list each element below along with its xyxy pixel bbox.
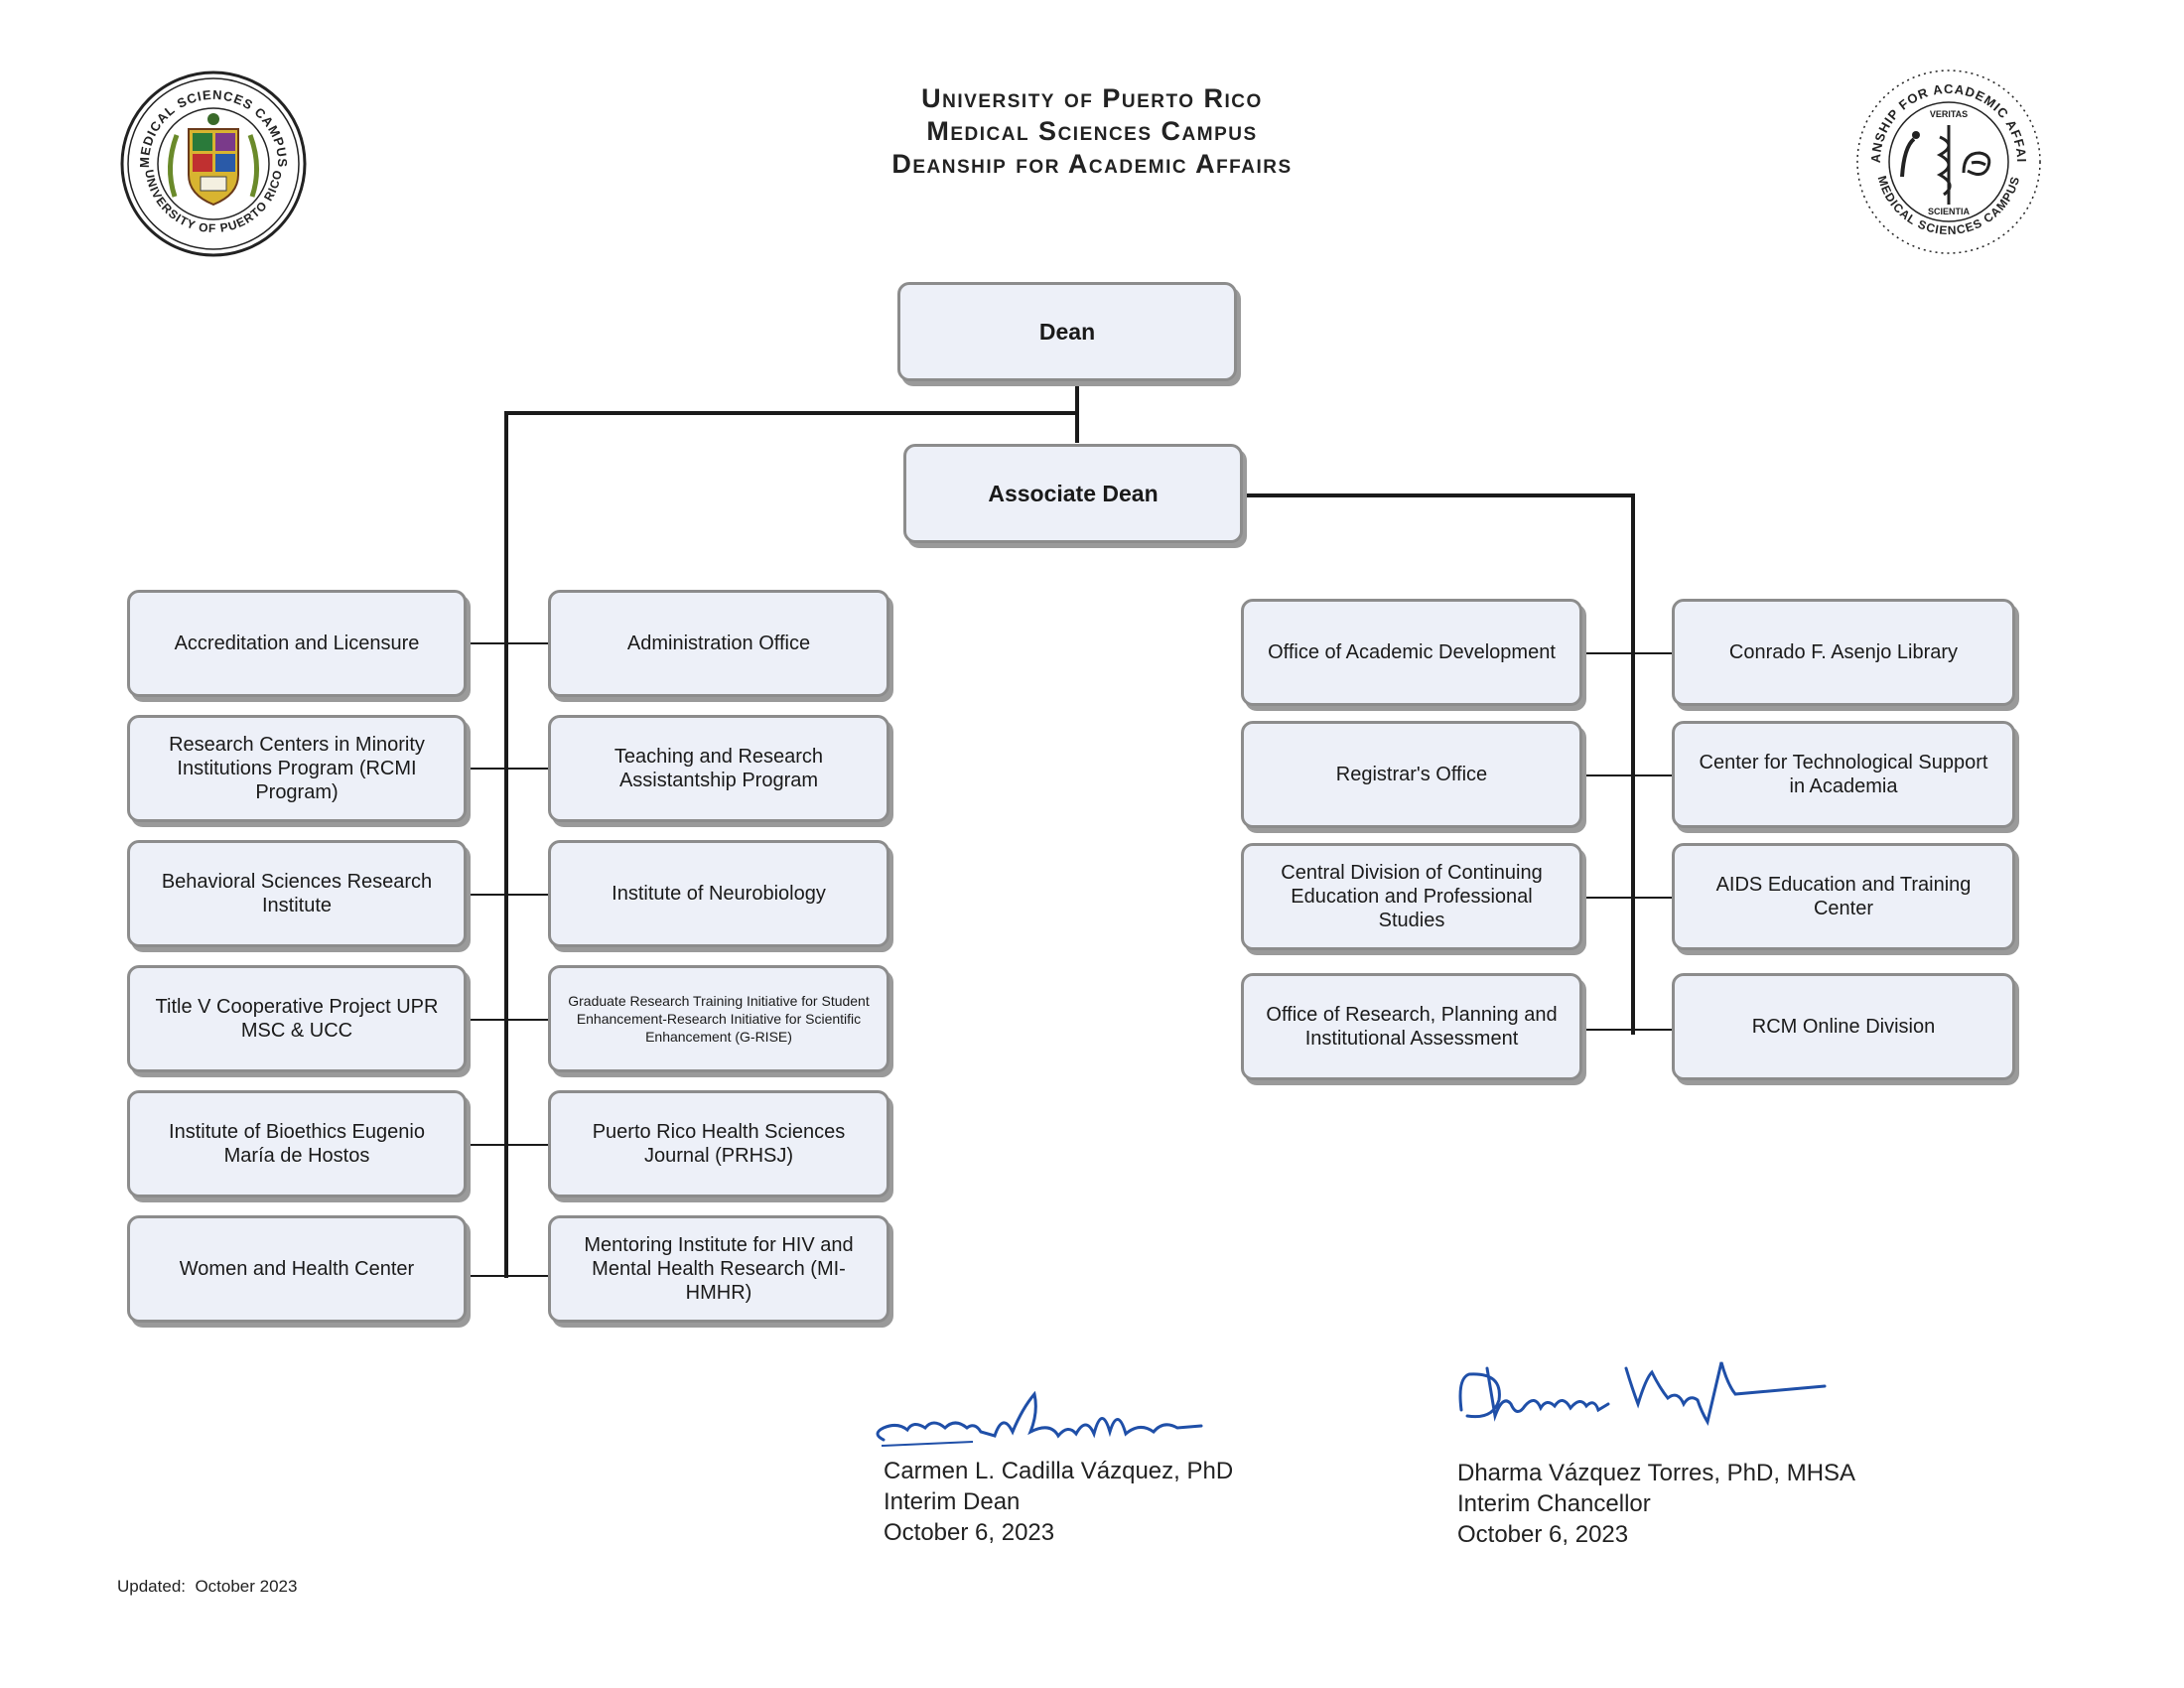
connector-line	[467, 1275, 548, 1277]
org-unit-label: Research Centers in Minority Institution…	[169, 734, 425, 803]
org-unit-label: Administration Office	[626, 633, 811, 654]
signature-right-title: Interim Chancellor	[1457, 1490, 1651, 1517]
org-unit-label: Graduate Research Training Initiative fo…	[568, 993, 870, 1045]
connector-line	[1582, 774, 1672, 776]
signature-right-block: Dharma Vázquez Torres, PhD, MHSA Interim…	[1457, 1458, 1855, 1550]
updated-note: Updated: October 2023	[117, 1577, 298, 1596]
associate-dean-label: Associate Dean	[988, 481, 1159, 506]
org-unit-label: Accreditation and Licensure	[174, 633, 420, 654]
org-unit-box: RCM Online Division	[1672, 973, 2015, 1080]
org-unit-box: Registrar's Office	[1241, 721, 1582, 828]
signature-image-left	[876, 1390, 1203, 1447]
connector-line	[1631, 493, 1635, 1035]
signature-left-title: Interim Dean	[884, 1488, 1021, 1515]
org-unit-label: Registrar's Office	[1335, 764, 1488, 785]
signature-left-name: Carmen L. Cadilla Vázquez, PhD	[884, 1458, 1234, 1484]
org-unit-label: Mentoring Institute for HIV and Mental H…	[584, 1234, 854, 1304]
org-unit-box: Conrado F. Asenjo Library	[1672, 599, 2015, 706]
org-unit-label: Women and Health Center	[179, 1258, 415, 1280]
signature-image-right	[1458, 1361, 1827, 1426]
header-line-deanship: Deanship for Academic Affairs	[891, 149, 1293, 179]
org-unit-label: RCM Online Division	[1751, 1016, 1936, 1038]
org-unit-label: Institute of Neurobiology	[612, 883, 826, 905]
header-line-campus: Medical Sciences Campus	[926, 116, 1258, 146]
org-unit-label: AIDS Education and Training Center	[1715, 874, 1972, 919]
connector-line	[1242, 493, 1635, 497]
connector-line	[1582, 897, 1672, 899]
org-unit-box: Accreditation and Licensure	[127, 590, 467, 697]
signature-left-date: October 6, 2023	[884, 1519, 1055, 1546]
connector-line	[1582, 1029, 1672, 1031]
university-seal-logo: MEDICAL SCIENCES CAMPUS UNIVERSITY OF PU…	[120, 70, 307, 257]
org-unit-label: Conrado F. Asenjo Library	[1728, 641, 1959, 663]
org-unit-box: Center for Technological Support in Acad…	[1672, 721, 2015, 828]
org-unit-box: Research Centers in Minority Institution…	[127, 715, 467, 822]
signature-right-date: October 6, 2023	[1457, 1521, 1629, 1548]
connector-line	[467, 642, 548, 644]
deanship-seal-logo: DEANSHIP FOR ACADEMIC AFFAIRS MEDICAL SC…	[1852, 66, 2041, 254]
org-unit-label: Title V Cooperative Project UPR MSC & UC…	[155, 996, 439, 1042]
org-unit-box: Graduate Research Training Initiative fo…	[548, 965, 889, 1072]
connector-line	[1582, 652, 1672, 654]
org-unit-label: Institute of Bioethics Eugenio María de …	[169, 1121, 425, 1167]
org-unit-box: Office of Academic Development	[1241, 599, 1582, 706]
org-unit-label: Behavioral Sciences Research Institute	[161, 871, 433, 916]
connector-line	[467, 1144, 548, 1146]
org-unit-box: AIDS Education and Training Center	[1672, 843, 2015, 950]
signature-left-block: Carmen L. Cadilla Vázquez, PhD Interim D…	[884, 1456, 1233, 1548]
org-unit-label: Center for Technological Support in Acad…	[1699, 752, 1988, 797]
right-seal-inner-bottom: SCIENTIA	[1928, 207, 1971, 216]
connector-line	[504, 411, 1079, 415]
associate-dean-box: Associate Dean	[903, 444, 1243, 543]
dean-label: Dean	[1038, 319, 1096, 345]
right-seal-inner-top: VERITAS	[1930, 109, 1968, 119]
dean-box: Dean	[897, 282, 1237, 381]
org-unit-box: Institute of Bioethics Eugenio María de …	[127, 1090, 467, 1197]
org-unit-label: Central Division of Continuing Education…	[1281, 862, 1543, 931]
org-unit-label: Puerto Rico Health Sciences Journal (PRH…	[592, 1121, 846, 1167]
org-unit-box: Teaching and Research Assistantship Prog…	[548, 715, 889, 822]
signature-right-name: Dharma Vázquez Torres, PhD, MHSA	[1457, 1460, 1856, 1486]
org-unit-box: Office of Research, Planning and Institu…	[1241, 973, 1582, 1080]
org-unit-box: Women and Health Center	[127, 1215, 467, 1323]
org-unit-box: Administration Office	[548, 590, 889, 697]
org-unit-box: Mentoring Institute for HIV and Mental H…	[548, 1215, 889, 1323]
org-unit-box: Institute of Neurobiology	[548, 840, 889, 947]
org-unit-box: Title V Cooperative Project UPR MSC & UC…	[127, 965, 467, 1072]
connector-line	[467, 768, 548, 770]
org-unit-box: Behavioral Sciences Research Institute	[127, 840, 467, 947]
org-unit-box: Puerto Rico Health Sciences Journal (PRH…	[548, 1090, 889, 1197]
connector-line	[504, 411, 508, 1278]
connector-line	[467, 1019, 548, 1021]
connector-line	[467, 894, 548, 896]
header-line-university: University of Puerto Rico	[921, 83, 1263, 113]
org-unit-box: Central Division of Continuing Education…	[1241, 843, 1582, 950]
org-unit-label: Office of Academic Development	[1268, 641, 1556, 663]
org-unit-label: Teaching and Research Assistantship Prog…	[614, 746, 824, 791]
org-unit-label: Office of Research, Planning and Institu…	[1266, 1004, 1558, 1050]
